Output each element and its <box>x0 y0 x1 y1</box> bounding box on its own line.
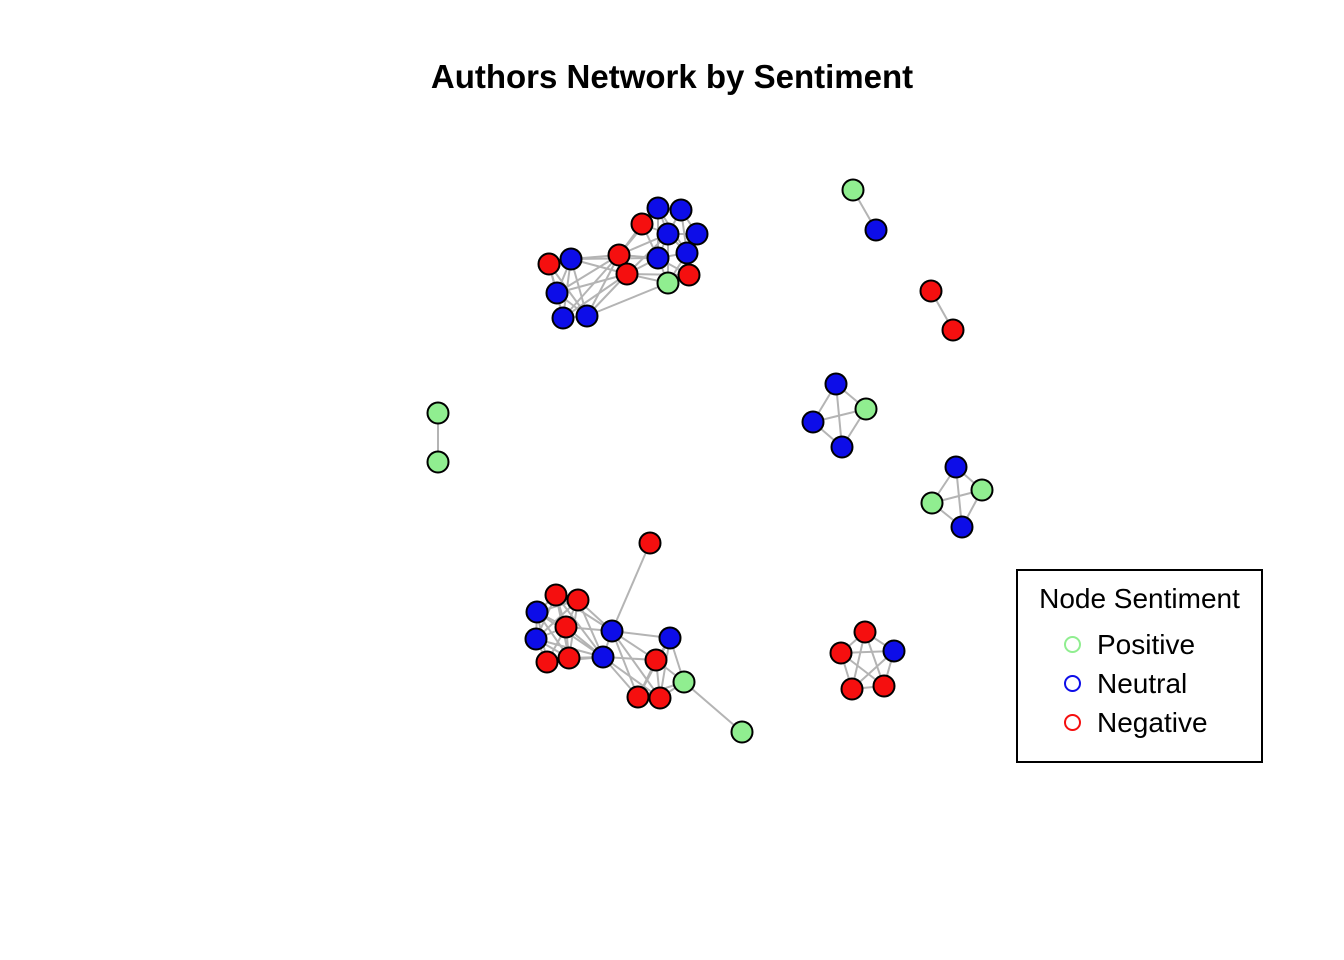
graph-node-negative <box>537 252 561 276</box>
graph-node-neutral <box>830 435 854 459</box>
graph-node-positive <box>854 397 878 421</box>
graph-node-negative <box>644 648 668 672</box>
graph-node-neutral <box>591 645 615 669</box>
graph-edge <box>562 273 628 319</box>
graph-node-neutral <box>950 515 974 539</box>
graph-node-negative <box>630 212 654 236</box>
graph-node-negative <box>829 641 853 665</box>
legend-item-positive: Positive <box>1018 625 1261 664</box>
graph-node-neutral <box>559 247 583 271</box>
graph-edge <box>556 254 620 294</box>
graph-edge <box>556 273 628 294</box>
legend-item-neutral: Neutral <box>1018 664 1261 703</box>
graph-node-negative <box>919 279 943 303</box>
graph-node-positive <box>426 450 450 474</box>
graph-node-positive <box>426 401 450 425</box>
graph-node-neutral <box>656 222 680 246</box>
graph-node-negative <box>607 243 631 267</box>
graph-node-neutral <box>551 306 575 330</box>
graph-node-neutral <box>685 222 709 246</box>
graph-node-neutral <box>525 600 549 624</box>
graph-node-positive <box>841 178 865 202</box>
graph-node-neutral <box>600 619 624 643</box>
graph-node-negative <box>648 686 672 710</box>
graph-edge <box>611 542 651 632</box>
graph-node-neutral <box>824 372 848 396</box>
graph-node-neutral <box>575 304 599 328</box>
graph-node-neutral <box>864 218 888 242</box>
graph-node-negative <box>535 650 559 674</box>
legend: Node Sentiment Positive Neutral Negative <box>1016 569 1263 763</box>
graph-node-neutral <box>944 455 968 479</box>
graph-node-neutral <box>801 410 825 434</box>
legend-label-positive: Positive <box>1097 629 1196 660</box>
plot-title: Authors Network by Sentiment <box>430 58 914 95</box>
graph-node-neutral <box>545 281 569 305</box>
graph-node-neutral <box>882 639 906 663</box>
graph-node-negative <box>677 263 701 287</box>
legend-label-neutral: Neutral <box>1097 668 1188 699</box>
graph-node-negative <box>557 646 581 670</box>
graph-node-positive <box>672 670 696 694</box>
graph-node-negative <box>626 685 650 709</box>
graph-node-negative <box>638 531 662 555</box>
graph-node-neutral <box>675 241 699 265</box>
graph-node-negative <box>544 583 568 607</box>
graph-node-positive <box>920 491 944 515</box>
graph-node-negative <box>566 588 590 612</box>
graph-node-negative <box>941 318 965 342</box>
graph-node-neutral <box>646 246 670 270</box>
graph-node-neutral <box>658 626 682 650</box>
graph-node-negative <box>840 677 864 701</box>
negative-circle-icon <box>1064 714 1081 731</box>
graph-node-negative <box>853 620 877 644</box>
graph-edge <box>602 656 661 699</box>
graph-edge <box>683 681 743 733</box>
legend-item-negative: Negative <box>1018 703 1261 742</box>
graph-node-negative <box>872 674 896 698</box>
graph-node-positive <box>970 478 994 502</box>
positive-circle-icon <box>1064 636 1081 653</box>
graph-node-neutral <box>669 198 693 222</box>
neutral-circle-icon <box>1064 675 1081 692</box>
graph-edge <box>555 594 604 658</box>
graph-node-positive <box>656 271 680 295</box>
graph-edge <box>562 254 620 319</box>
graph-edge <box>611 630 639 698</box>
legend-title: Node Sentiment <box>1039 583 1240 614</box>
graph-node-positive <box>730 720 754 744</box>
graph-node-neutral <box>646 196 670 220</box>
legend-label-negative: Negative <box>1097 707 1208 738</box>
graph-edge <box>586 282 669 317</box>
graph-node-negative <box>554 615 578 639</box>
graph-edge <box>611 630 661 699</box>
graph-node-neutral <box>524 627 548 651</box>
graph-node-negative <box>615 262 639 286</box>
